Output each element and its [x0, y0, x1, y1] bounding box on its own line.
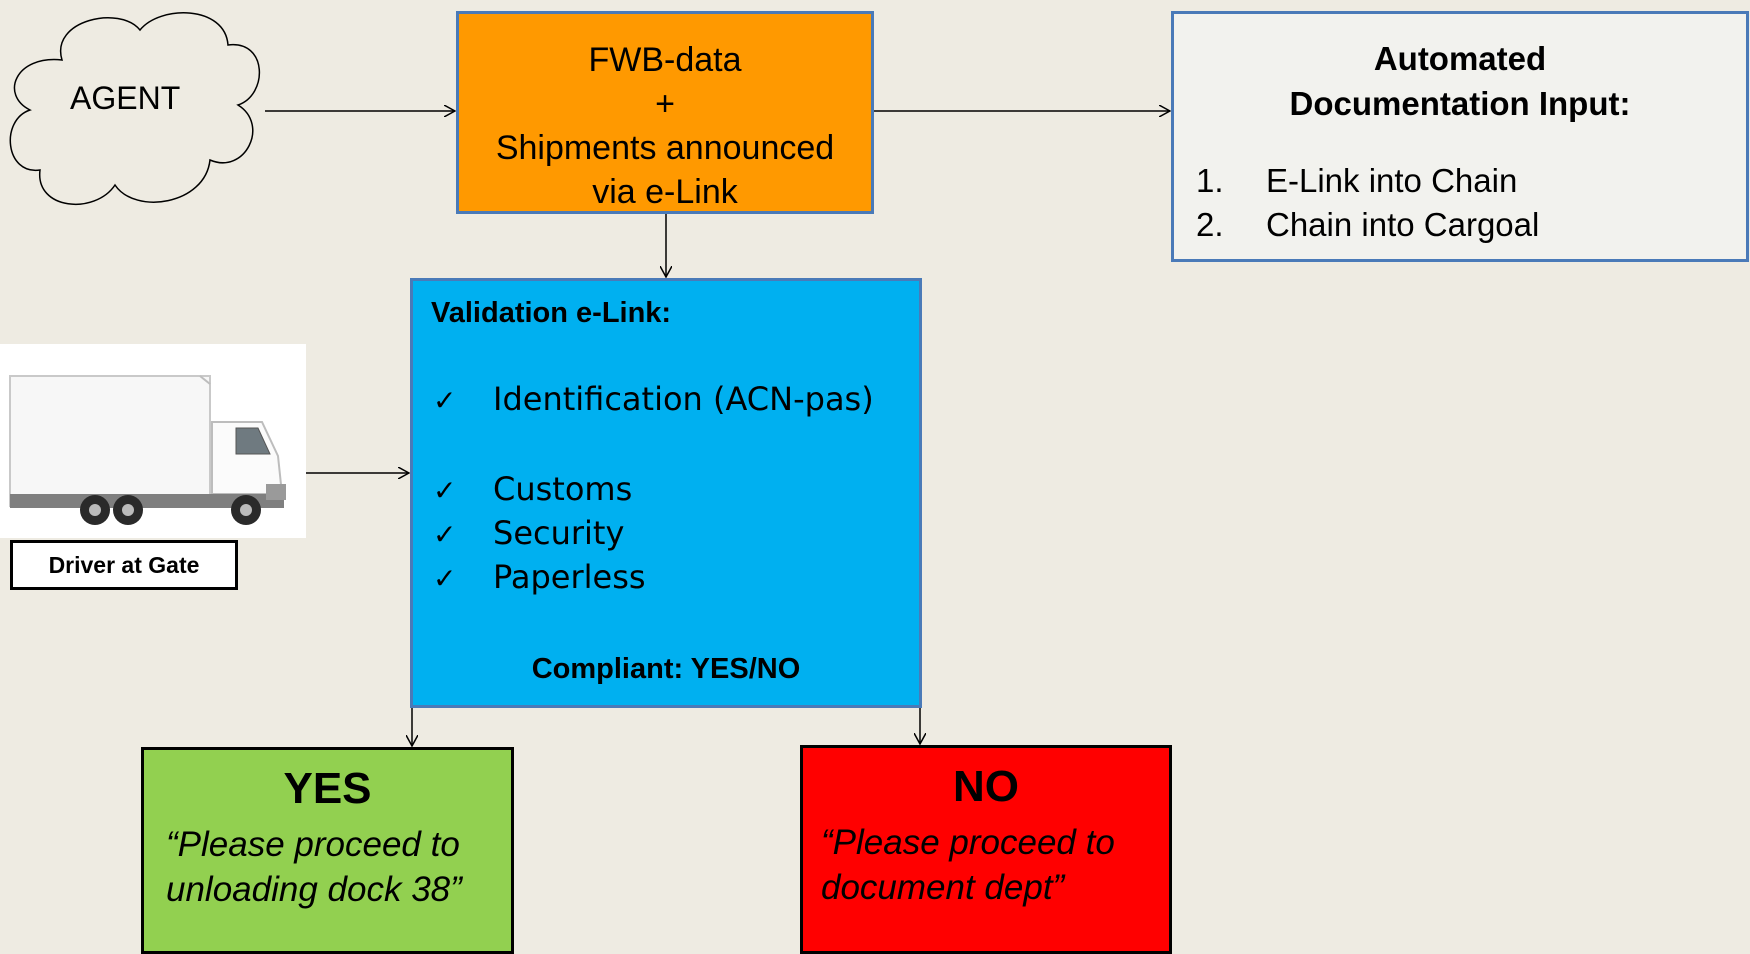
agent-cloud — [9, 12, 260, 206]
yes-message-line-2: unloading dock 38” — [166, 870, 462, 909]
validation-footer: Compliant: YES/NO — [531, 653, 801, 685]
validation-check-label: Paperless — [493, 558, 646, 596]
automated-item-text: E-Link into Chain — [1266, 162, 1518, 199]
automated-list-item: 1. E-Link into Chain — [1196, 162, 1517, 200]
validation-check-label: Security — [493, 514, 625, 552]
driver-at-gate-label: Driver at Gate — [10, 540, 238, 590]
fwb-line-3: Shipments announced — [495, 129, 835, 167]
validation-check-item: ✓ Identification (ACN-pas) — [433, 380, 874, 418]
no-message: “Please proceed to document dept” — [821, 820, 1115, 910]
yes-message-line-1: “Please proceed to — [166, 825, 460, 864]
automated-item-number: 1. — [1196, 162, 1224, 199]
validation-check-label: Customs — [493, 470, 633, 508]
yes-outcome-box: YES “Please proceed to unloading dock 38… — [141, 747, 514, 954]
checkmark-icon: ✓ — [433, 562, 457, 595]
validation-check-label: Identification (ACN-pas) — [493, 380, 874, 418]
no-message-line-2: document dept” — [821, 868, 1065, 907]
fwb-line-4: via e-Link — [592, 173, 738, 211]
checkmark-icon: ✓ — [433, 474, 457, 507]
truck-icon — [9, 375, 286, 525]
automated-item-number: 2. — [1196, 206, 1224, 243]
automated-documentation-box: Automated Documentation Input: 1. E-Link … — [1171, 11, 1749, 262]
no-message-line-1: “Please proceed to — [821, 823, 1115, 862]
automated-title-line-2: Documentation Input: — [1289, 85, 1631, 122]
automated-item-text: Chain into Cargoal — [1266, 206, 1540, 243]
validation-check-item: ✓ Customs — [433, 470, 632, 508]
truck-image — [0, 344, 306, 538]
validation-title: Validation e-Link: — [431, 297, 672, 329]
checkmark-icon: ✓ — [433, 518, 457, 551]
automated-title-line-1: Automated — [1373, 40, 1547, 77]
agent-label: AGENT — [70, 80, 181, 116]
validation-check-item: ✓ Paperless — [433, 558, 646, 596]
yes-heading: YES — [283, 764, 372, 813]
checkmark-icon: ✓ — [433, 384, 457, 417]
validation-check-item: ✓ Security — [433, 514, 624, 552]
fwb-line-1: FWB-data — [588, 41, 742, 79]
validation-box: Validation e-Link: ✓ Identification (ACN-… — [410, 278, 922, 708]
no-outcome-box: NO “Please proceed to document dept” — [800, 745, 1172, 954]
fwb-box: FWB-data + Shipments announced via e-Lin… — [456, 11, 874, 214]
automated-list-item: 2. Chain into Cargoal — [1196, 206, 1539, 244]
automated-title: Automated Documentation Input: — [1174, 36, 1746, 126]
no-heading: NO — [953, 762, 1019, 811]
fwb-line-2: + — [655, 85, 675, 123]
yes-message: “Please proceed to unloading dock 38” — [166, 822, 462, 912]
